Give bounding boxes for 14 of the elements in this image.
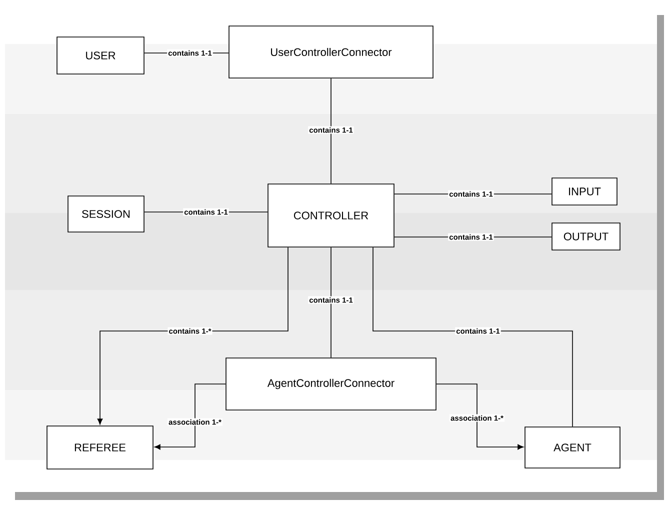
connector-line — [97, 247, 288, 425]
connector-line — [330, 247, 332, 358]
class-box: SESSION — [68, 196, 144, 232]
class-box: REFEREE — [46, 426, 154, 470]
class-box: UserControllerConnector — [228, 26, 434, 78]
class-box: CONTROLLER — [268, 184, 394, 248]
class-box: USER — [56, 36, 144, 74]
connector-line — [154, 384, 226, 450]
connector-line — [330, 78, 332, 184]
class-box: AgentControllerConnector — [226, 358, 436, 410]
class-box: AGENT — [524, 426, 620, 468]
connector-line — [436, 384, 524, 450]
class-box: INPUT — [552, 178, 618, 206]
class-box: OUTPUT — [552, 222, 620, 250]
